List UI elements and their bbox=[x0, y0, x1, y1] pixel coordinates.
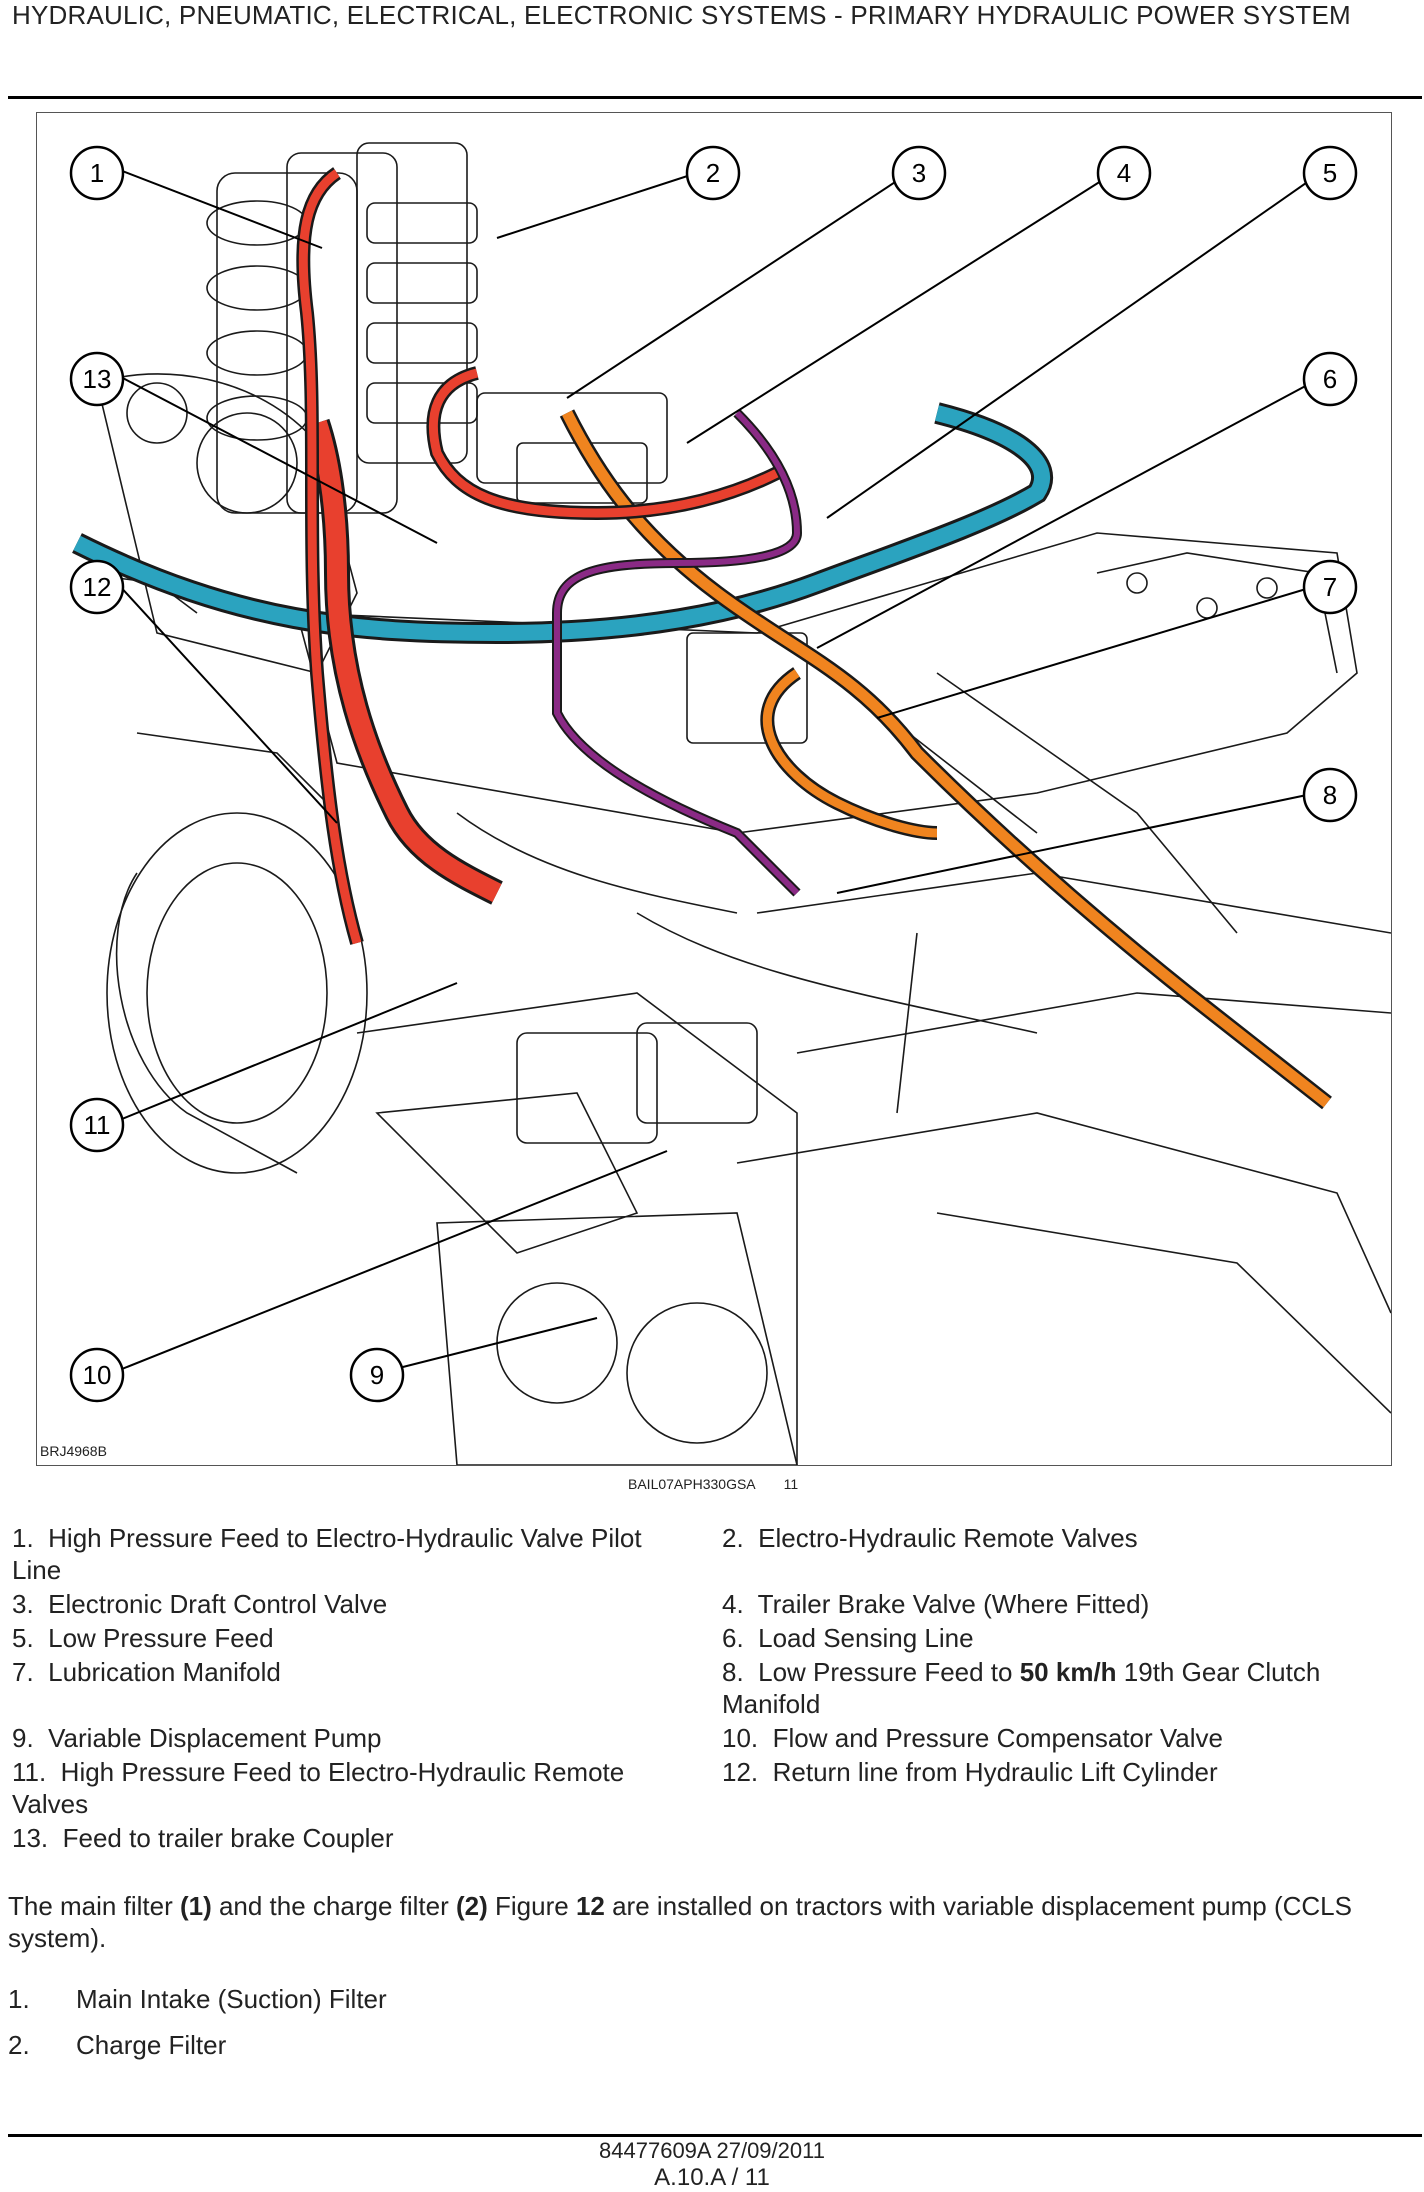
svg-text:10: 10 bbox=[83, 1360, 112, 1390]
footer-page-number-visible: A.10.A / 11 bbox=[654, 2164, 770, 2191]
svg-text:12: 12 bbox=[83, 572, 112, 602]
figure-caption-code: BAIL07APH330GSA bbox=[628, 1476, 756, 1492]
svg-text:11: 11 bbox=[84, 1110, 111, 1140]
callout-1: 1 bbox=[69, 145, 125, 201]
legend-item-11: 11. High Pressure Feed to Electro-Hydrau… bbox=[12, 1757, 625, 1819]
legend-item-10: 10. Flow and Pressure Compensator Valve bbox=[722, 1723, 1224, 1753]
callout-7: 7 bbox=[1302, 559, 1358, 615]
filter-item-2: 2.Charge Filter bbox=[8, 2030, 227, 2060]
callout-10: 10 bbox=[69, 1347, 125, 1403]
figure-caption: BAIL07APH330GSA 11 bbox=[628, 1476, 798, 1492]
svg-text:8: 8 bbox=[1323, 780, 1337, 810]
svg-text:9: 9 bbox=[370, 1360, 384, 1390]
legend-item-13: 13. Feed to trailer brake Coupler bbox=[12, 1823, 394, 1853]
svg-text:3: 3 bbox=[912, 158, 926, 188]
svg-text:7: 7 bbox=[1323, 572, 1337, 602]
legend-item-6: 6. Load Sensing Line bbox=[722, 1623, 974, 1653]
svg-text:1: 1 bbox=[90, 158, 104, 188]
callout-2: 2 bbox=[685, 145, 741, 201]
figure-reference-code: BRJ4968B bbox=[40, 1443, 107, 1459]
svg-text:4: 4 bbox=[1117, 158, 1131, 188]
legend-item-12: 12. Return line from Hydraulic Lift Cyli… bbox=[722, 1757, 1218, 1787]
callout-13: 13 bbox=[69, 351, 125, 407]
legend-item-5: 5. Low Pressure Feed bbox=[12, 1623, 274, 1653]
footer-rule bbox=[8, 2134, 1422, 2137]
page-header-title: HYDRAULIC, PNEUMATIC, ELECTRICAL, ELECTR… bbox=[12, 0, 1351, 30]
callout-9: 9 bbox=[349, 1347, 405, 1403]
header-rule bbox=[8, 96, 1422, 99]
legend-item-2: 2. Electro-Hydraulic Remote Valves bbox=[722, 1523, 1138, 1553]
callout-leaders bbox=[116, 168, 1327, 1372]
callout-5: 5 bbox=[1302, 145, 1358, 201]
legend-item-4: 4. Trailer Brake Valve (Where Fitted) bbox=[722, 1589, 1150, 1619]
hydraulic-system-figure: 1 2 3 4 5 6 7 8 9 10 11 12 13 bbox=[36, 112, 1392, 1466]
callout-12: 12 bbox=[69, 559, 125, 615]
filter-paragraph: The main filter (1) and the charge filte… bbox=[8, 1891, 1352, 1953]
callout-3: 3 bbox=[891, 145, 947, 201]
callout-11: 11 bbox=[69, 1097, 125, 1153]
legend-item-3: 3. Electronic Draft Control Valve bbox=[12, 1589, 388, 1619]
svg-text:2: 2 bbox=[706, 158, 720, 188]
figure-caption-number: 11 bbox=[783, 1476, 799, 1492]
legend-item-7: 7. Lubrication Manifold bbox=[12, 1657, 281, 1687]
callout-4: 4 bbox=[1096, 145, 1152, 201]
callout-6: 6 bbox=[1302, 351, 1358, 407]
svg-text:6: 6 bbox=[1323, 364, 1337, 394]
svg-text:13: 13 bbox=[83, 364, 112, 394]
legend-item-9: 9. Variable Displacement Pump bbox=[12, 1723, 382, 1753]
callout-8: 8 bbox=[1302, 767, 1358, 823]
filter-item-1: 1.Main Intake (Suction) Filter bbox=[8, 1984, 387, 2014]
callout-numbers: 1 2 3 4 5 6 7 8 9 10 11 12 13 bbox=[69, 145, 1358, 1403]
legend-item-1: 1. High Pressure Feed to Electro-Hydraul… bbox=[12, 1523, 642, 1585]
legend-item-8: 8. Low Pressure Feed to 50 km/h 19th Gea… bbox=[722, 1657, 1321, 1719]
footer-document-code: 84477609A 27/09/2011 bbox=[599, 2138, 825, 2163]
svg-text:5: 5 bbox=[1323, 158, 1337, 188]
